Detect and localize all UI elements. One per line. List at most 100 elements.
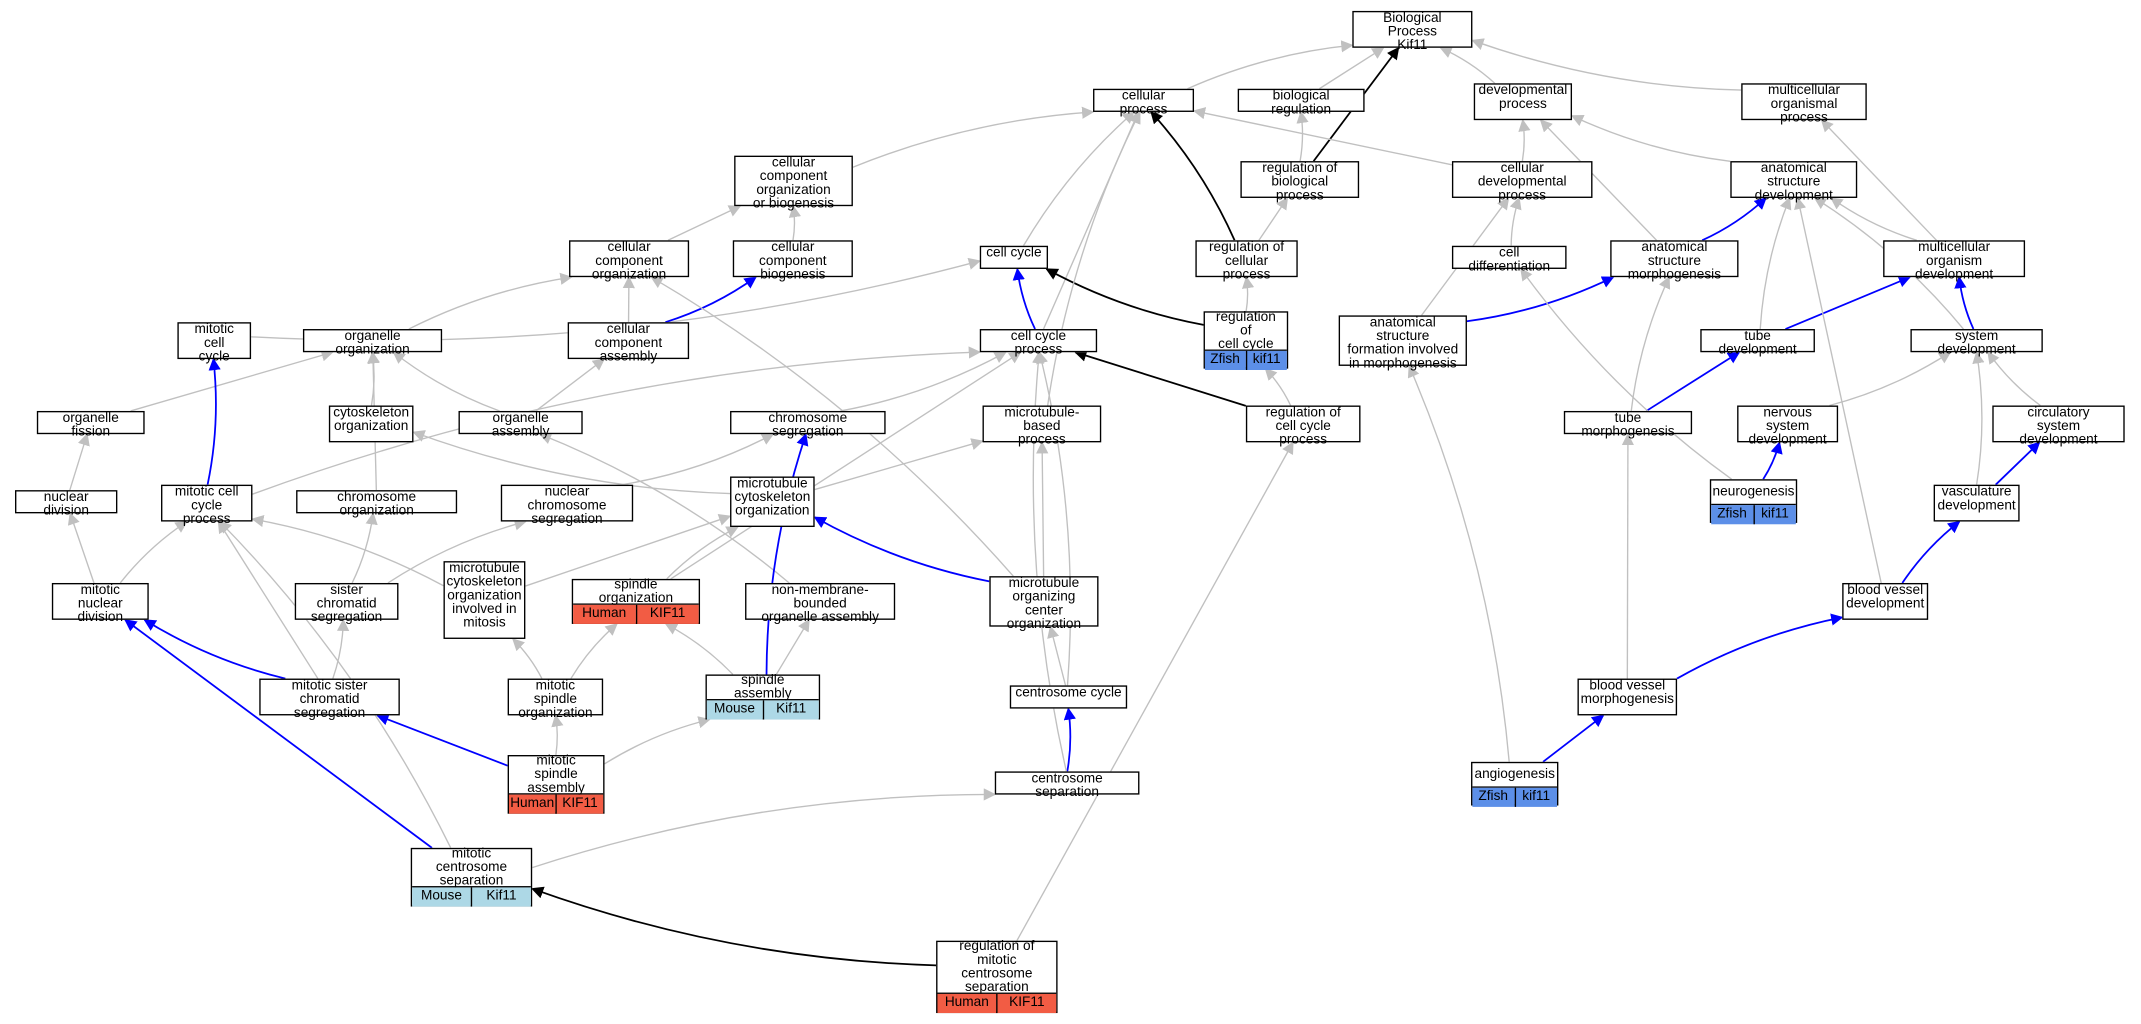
edge-so-to-mco [666, 526, 739, 580]
node-cellular-process[interactable]: cellular process [1093, 88, 1195, 117]
node-label: regulation of cell cycle [1215, 309, 1276, 352]
edge-mnd-to-mccp [119, 520, 188, 584]
edge-mop-to-bp [1471, 38, 1742, 91]
edge-mccp-to-ccp [252, 346, 982, 495]
node-blood-vessel-morphogenesis[interactable]: blood vessel morphogenesis [1577, 678, 1678, 716]
species-tag: Human [573, 604, 636, 624]
node-regulation-of-cellular-process[interactable]: regulation of cellular process [1195, 240, 1298, 282]
species-tag: Mouse [412, 887, 471, 907]
edge-sa-to-so [664, 623, 734, 675]
edge-cdp-to-cp [1192, 107, 1453, 166]
edge-cd-to-cdp [1509, 196, 1522, 246]
edge-mscs-to-mnd [143, 619, 286, 680]
gene-tag: kif11 [1245, 350, 1287, 370]
node-non-membrane-bounded-organelle-assembly[interactable]: non-membrane-bounded organelle assembly [745, 582, 896, 625]
node-cell-differentiation[interactable]: cell differentiation [1451, 245, 1567, 274]
edge-mcoim-to-mco [525, 513, 732, 587]
node-label: mitotic spindle assembly [527, 752, 585, 796]
node-regulation-of-mitotic-centrosome-separation[interactable]: regulation of mitotic centrosome separat… [936, 939, 1058, 1014]
edge-sd-to-mod [1954, 275, 1975, 330]
node-system-development[interactable]: system development [1910, 329, 2043, 357]
node-microtubule-organizing-center-organization[interactable]: microtubule organizing center organizati… [989, 576, 1099, 631]
node-label: Biological Process Kif11 [1383, 10, 1442, 54]
node-cellular-component-biogenesis[interactable]: cellular component biogenesis [732, 240, 853, 282]
node-microtubule-cytoskeleton-organization-involved-in-mitosis[interactable]: microtubule cytoskeleton organization in… [443, 561, 526, 639]
node-anatomical-structure-morphogenesis[interactable]: anatomical structure morphogenesis [1610, 240, 1739, 282]
node-cellular-component-organization-or-biogenesis[interactable]: cellular component organization or bioge… [734, 155, 853, 211]
node-mitotic-spindle-organization[interactable]: mitotic spindle organization [507, 678, 604, 720]
node-cell-cycle-process[interactable]: cell cycle process [979, 329, 1098, 357]
node-centrosome-separation[interactable]: centrosome separation [994, 771, 1140, 799]
node-label: regulation of cellular process [1208, 240, 1285, 283]
node-nuclear-division[interactable]: nuclear division [15, 490, 118, 518]
node-nervous-system-development[interactable]: nervous system development [1737, 405, 1839, 447]
edge-cp-to-bp [1187, 40, 1354, 90]
node-microtubule-cytoskeleton-organization[interactable]: microtubule cytoskeleton organization [730, 476, 815, 528]
edge-vd-to-sd [1972, 351, 1985, 485]
node-regulation-of-biological-process[interactable]: regulation of biological process [1240, 161, 1360, 203]
node-mitotic-sister-chromatid-segregation[interactable]: mitotic sister chromatid segregation [259, 678, 400, 720]
node-label: anatomical structure development [1754, 161, 1833, 204]
node-label: mitotic cell cycle [194, 322, 234, 365]
node-label: cell cycle [986, 245, 1042, 261]
node-cytoskeleton-organization[interactable]: cytoskeleton organization [328, 405, 414, 443]
node-tube-morphogenesis[interactable]: tube morphogenesis [1563, 410, 1693, 439]
edge-ag-to-asfm [1407, 364, 1510, 762]
node-mitotic-cell-cycle-process[interactable]: mitotic cell cycle process [161, 484, 253, 526]
node-organelle-fission[interactable]: organelle fission [36, 410, 145, 439]
node-chromosome-segregation[interactable]: chromosome segregation [730, 410, 886, 439]
node-anatomical-structure-development[interactable]: anatomical structure development [1730, 161, 1858, 203]
node-nuclear-chromosome-segregation[interactable]: nuclear chromosome segregation [500, 484, 634, 526]
node-label: nuclear chromosome segregation [527, 484, 607, 528]
node-centrosome-cycle[interactable]: centrosome cycle [1009, 685, 1128, 709]
edge-scs-to-ncs [387, 518, 527, 584]
node-organelle-organization[interactable]: organelle organization [302, 329, 443, 357]
edge-asm-to-asd [1701, 197, 1767, 242]
node-microtubule-based-process[interactable]: microtubule-based process [982, 405, 1102, 447]
node-regulation-of-cell-cycle-process[interactable]: regulation of cell cycle process [1245, 405, 1361, 447]
node-cellular-component-assembly[interactable]: cellular component assembly [567, 322, 690, 364]
node-cellular-component-organization[interactable]: cellular component organization [569, 240, 690, 282]
edge-rcc-to-cc [1045, 268, 1204, 326]
node-tube-development[interactable]: tube development [1700, 329, 1815, 357]
edge-ag-to-bvm [1542, 714, 1605, 763]
edge-moco-to-mco [813, 516, 990, 583]
edge-rccp-to-ccp [1074, 349, 1247, 407]
edge-asm-to-dp [1539, 119, 1658, 241]
node-organelle-assembly[interactable]: organelle assembly [458, 410, 583, 439]
node-label: system development [1937, 329, 2016, 358]
node-sister-chromatid-segregation[interactable]: sister chromatid segregation [294, 582, 399, 625]
node-vasculature-development[interactable]: vasculature development [1933, 484, 2020, 522]
node-circulatory-system-development[interactable]: circulatory system development [1992, 405, 2125, 447]
node-label: chromosome organization [337, 490, 417, 519]
edge-sa-to-nmboa [775, 618, 810, 675]
node-label: organelle fission [62, 410, 119, 440]
node-label: circulatory system development [2019, 405, 2098, 448]
node-cellular-developmental-process[interactable]: cellular developmental process [1451, 161, 1593, 203]
edge-rmcs-to-rccp [1016, 441, 1294, 942]
node-label: angiogenesis [1474, 766, 1555, 782]
node-mitotic-nuclear-division[interactable]: mitotic nuclear division [51, 582, 149, 625]
node-multicellular-organism-development[interactable]: multicellular organism development [1883, 240, 2026, 282]
node-biological-regulation[interactable]: biological regulation [1237, 88, 1365, 117]
node-cell-cycle[interactable]: cell cycle [979, 245, 1049, 269]
node-chromosome-organization[interactable]: chromosome organization [296, 490, 458, 518]
edge-mnd-to-nd [67, 512, 95, 584]
node-mitotic-cell-cycle[interactable]: mitotic cell cycle [177, 322, 252, 364]
node-multicellular-organismal-process[interactable]: multicellular organismal process [1741, 83, 1867, 125]
edge-dp-to-bp [1439, 46, 1496, 84]
node-anatomical-structure-formation-involved-in-morphogenesis[interactable]: anatomical structure formation involved … [1338, 315, 1467, 371]
node-label: mitotic spindle organization [518, 678, 593, 721]
node-biological-process[interactable]: Biological Process Kif11 [1352, 10, 1473, 53]
edge-sa-to-cs [765, 432, 809, 675]
node-developmental-process[interactable]: developmental process [1473, 83, 1573, 121]
node-blood-vessel-development[interactable]: blood vessel development [1842, 582, 1929, 620]
